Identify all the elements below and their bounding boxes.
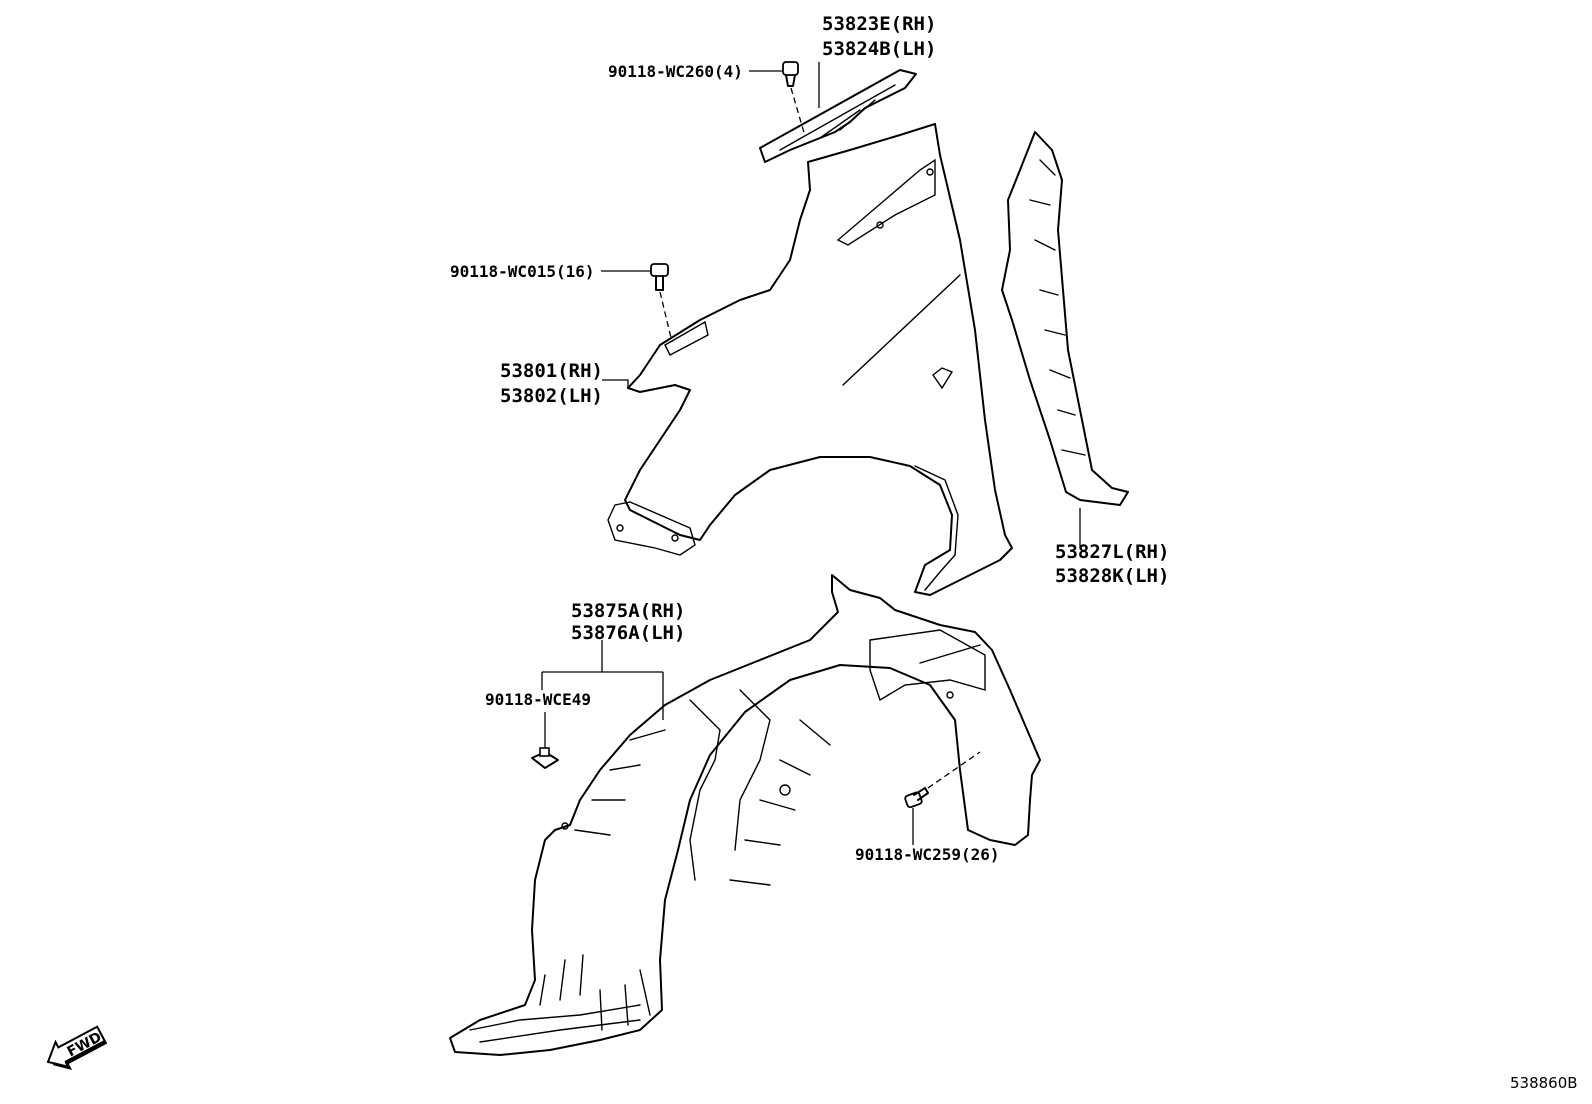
- label-90118-wc015: 90118-WC015(16): [450, 262, 595, 281]
- label-53876a: 53876A(LH): [571, 622, 685, 644]
- label-90118-wc259: 90118-WC259(26): [855, 845, 1000, 864]
- label-53828k: 53828K(LH): [1055, 565, 1169, 587]
- leader-lines: [541, 62, 1081, 845]
- label-53802: 53802(LH): [500, 385, 603, 407]
- fwd-arrow-icon: FWD: [46, 1025, 108, 1071]
- label-53827l: 53827L(RH): [1055, 541, 1169, 563]
- cowl-seal-part: [759, 69, 917, 163]
- label-53824b: 53824B(LH): [822, 38, 936, 60]
- front-fender-part: [607, 123, 1013, 596]
- bolt-wc015-icon: [650, 263, 669, 291]
- clip-wc260-icon: [782, 61, 799, 87]
- label-53801: 53801(RH): [500, 360, 603, 382]
- diagram-reference-code: 538860B: [1510, 1074, 1578, 1092]
- label-53875a: 53875A(RH): [571, 600, 685, 622]
- clip-wce49-icon: [531, 747, 559, 769]
- label-90118-wc260: 90118-WC260(4): [608, 62, 743, 81]
- label-90118-wce49: 90118-WCE49: [485, 690, 591, 709]
- label-53823e: 53823E(RH): [822, 13, 936, 35]
- fender-side-seal-part: [1001, 131, 1129, 506]
- screw-wc259-icon: [904, 787, 929, 809]
- wheel-liner-part: [449, 574, 1041, 1056]
